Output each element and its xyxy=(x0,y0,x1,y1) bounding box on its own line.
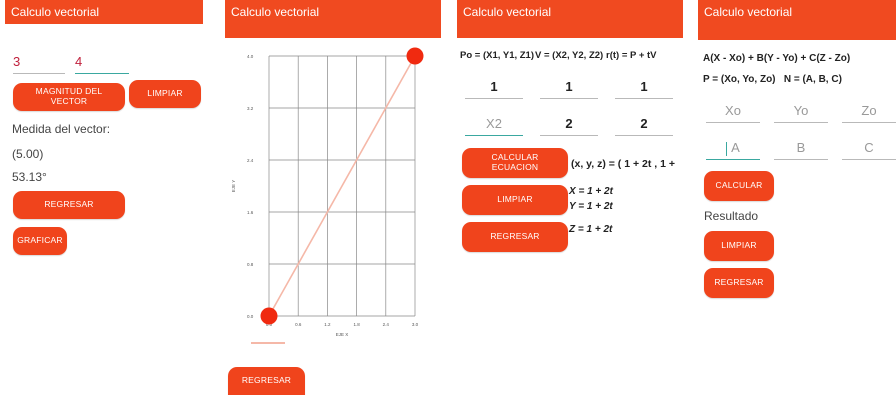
clear-button-label: LIMPIAR xyxy=(497,194,533,205)
back-button[interactable]: REGRESAR xyxy=(462,222,568,252)
calculate-equation-label: CALCULAR ECUACION xyxy=(491,152,539,172)
x-tick-label: 0.0 xyxy=(266,322,273,327)
screen-vector-graph: Calculo vectorial 0.00.61.21.82.43.00.00… xyxy=(225,0,441,395)
app-title: Calculo vectorial xyxy=(463,5,552,19)
app-title: Calculo vectorial xyxy=(231,5,320,19)
magnitude-button-label: MAGNITUD DEL VECTOR xyxy=(35,86,103,106)
y-tick-label: 0.8 xyxy=(247,262,254,267)
a-hint: A xyxy=(731,140,740,155)
magnitude-result: (5.00) xyxy=(12,147,44,161)
xo-input[interactable]: Xo xyxy=(706,103,760,123)
a-input[interactable]: A xyxy=(706,140,760,160)
z2-input[interactable]: 2 xyxy=(615,116,673,136)
result-vector-equation: (x, y, z) = ( 1 + 2t , 1 + xyxy=(571,158,675,170)
y-component-value: 4 xyxy=(75,54,83,69)
x-tick-label: 1.2 xyxy=(324,322,331,327)
graph-button[interactable]: GRAFICAR xyxy=(13,227,67,255)
back-button-label: REGRESAR xyxy=(241,375,292,386)
zo-hint: Zo xyxy=(861,103,877,118)
calculate-button-label: CALCULAR xyxy=(715,180,763,191)
y-tick-label: 0.0 xyxy=(247,314,254,319)
clear-button[interactable]: LIMPIAR xyxy=(704,231,774,261)
clear-button-label: LIMPIAR xyxy=(147,88,183,99)
y-component-input[interactable]: 4 xyxy=(75,54,129,74)
app-title: Calculo vectorial xyxy=(11,5,100,19)
x-component-value: 3 xyxy=(13,54,21,69)
y2-value: 2 xyxy=(565,116,573,131)
y2-input[interactable]: 2 xyxy=(540,116,598,136)
legend-line xyxy=(251,342,285,344)
text-cursor xyxy=(726,141,728,156)
b-hint: B xyxy=(796,140,806,155)
graph-button-label: GRAFICAR xyxy=(17,235,63,246)
y1-input[interactable]: 1 xyxy=(540,79,598,99)
app-title: Calculo vectorial xyxy=(704,5,793,19)
screen-plane-equation: Calculo vectorial A(X - Xo) + B(Y - Yo) … xyxy=(698,0,896,300)
y-tick-label: 2.4 xyxy=(247,158,254,163)
z1-input[interactable]: 1 xyxy=(615,79,673,99)
formula-vector: V = (X2, Y2, Z2) xyxy=(535,50,604,61)
x-tick-label: 1.8 xyxy=(353,322,360,327)
c-input[interactable]: C xyxy=(842,140,896,160)
calculate-equation-button[interactable]: CALCULAR ECUACION xyxy=(462,148,568,178)
c-hint: C xyxy=(864,140,874,155)
x-tick-label: 0.6 xyxy=(295,322,302,327)
b-input[interactable]: B xyxy=(774,140,828,160)
measure-label: Medida del vector: xyxy=(12,122,111,136)
result-label: Resultado xyxy=(704,209,759,223)
back-button-label: REGRESAR xyxy=(44,199,94,210)
plane-formula: A(X - Xo) + B(Y - Yo) + C(Z - Zo) xyxy=(703,53,851,64)
y-tick-label: 1.6 xyxy=(247,210,254,215)
clear-button[interactable]: LIMPIAR xyxy=(462,185,568,215)
point-normal-formula: P = (Xo, Yo, Zo) N = (A, B, C) xyxy=(703,74,842,85)
screen-line-equation: Calculo vectorial Po = (X1, Y1, Z1) V = … xyxy=(457,0,683,260)
app-bar: Calculo vectorial xyxy=(698,0,896,40)
x1-input[interactable]: 1 xyxy=(465,79,523,99)
back-button[interactable]: REGRESAR xyxy=(704,268,774,298)
back-button-label: REGRESAR xyxy=(714,277,764,288)
back-button[interactable]: REGRESAR xyxy=(228,367,305,395)
app-bar: Calculo vectorial xyxy=(457,0,683,38)
equation-x: X = 1 + 2t xyxy=(569,186,613,197)
y-tick-label: 3.2 xyxy=(247,106,254,111)
x-axis-label: EJE X xyxy=(336,332,349,337)
x1-value: 1 xyxy=(490,79,498,94)
clear-button[interactable]: LIMPIAR xyxy=(129,80,201,108)
z2-value: 2 xyxy=(640,116,648,131)
zo-input[interactable]: Zo xyxy=(842,103,896,123)
x-tick-label: 2.4 xyxy=(383,322,390,327)
formula-point: Po = (X1, Y1, Z1) xyxy=(460,50,535,61)
formula-parametric: r(t) = P + tV xyxy=(606,50,657,61)
y-tick-label: 4.0 xyxy=(247,54,254,59)
app-bar: Calculo vectorial xyxy=(225,0,441,38)
vector-line xyxy=(268,55,416,317)
x2-input[interactable]: X2 xyxy=(465,116,523,136)
x2-hint: X2 xyxy=(486,116,502,131)
vector-chart[interactable]: 0.0 0.6 1.2 1.8 2.4 3.0 0.0 0.8 1.6 2.4 3.2 4.0EJE … xyxy=(225,38,441,348)
equation-y: Y = 1 + 2t xyxy=(569,201,613,212)
back-button[interactable]: REGRESAR xyxy=(13,191,125,219)
magnitude-button[interactable]: MAGNITUD DEL VECTOR xyxy=(13,83,125,111)
y-axis-label: EJE Y xyxy=(231,180,236,192)
x-component-input[interactable]: 3 xyxy=(13,54,65,74)
data-point xyxy=(260,307,278,325)
equation-z: Z = 1 + 2t xyxy=(569,224,613,235)
angle-result: 53.13° xyxy=(12,170,47,184)
z1-value: 1 xyxy=(640,79,648,94)
app-bar: Calculo vectorial xyxy=(5,0,203,24)
yo-hint: Yo xyxy=(793,103,809,118)
xo-hint: Xo xyxy=(725,103,741,118)
calculate-button[interactable]: CALCULAR xyxy=(704,171,774,201)
y1-value: 1 xyxy=(565,79,573,94)
back-button-label: REGRESAR xyxy=(490,231,540,242)
clear-button-label: LIMPIAR xyxy=(721,240,757,251)
yo-input[interactable]: Yo xyxy=(774,103,828,123)
x-tick-label: 3.0 xyxy=(412,322,419,327)
screen-vector-magnitude: Calculo vectorial 3 4 MAGNITUD DEL VECTO… xyxy=(5,0,203,260)
data-point xyxy=(406,47,424,65)
